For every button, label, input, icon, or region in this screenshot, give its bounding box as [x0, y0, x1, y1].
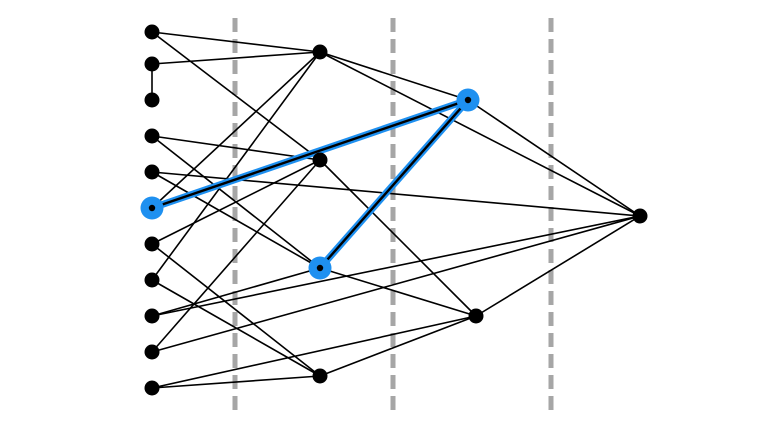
edge-a10-c1 — [151, 315, 477, 389]
node-d0[interactable] — [632, 208, 648, 224]
highlighted-edge-core-b2-c0 — [318, 98, 470, 270]
node-a2[interactable] — [144, 92, 160, 108]
edge-a0-b0 — [151, 31, 321, 53]
node-a1[interactable] — [144, 56, 160, 72]
node-a4[interactable] — [144, 164, 160, 180]
highlighted-node-center-a5 — [148, 204, 156, 212]
node-a10[interactable] — [144, 380, 160, 396]
edge-c0-d0 — [467, 99, 641, 217]
node-a6[interactable] — [144, 236, 160, 252]
node-a3[interactable] — [144, 128, 160, 144]
edge-a6-b3 — [151, 243, 321, 377]
edge-c1-d0 — [475, 215, 641, 317]
edge-a6-b1 — [151, 159, 321, 245]
edge-b3-c1 — [319, 315, 477, 377]
highlighted-path — [148, 96, 472, 272]
highlighted-node-center-c0 — [464, 96, 472, 104]
edge-a0-b1 — [151, 31, 321, 161]
edge-a10-b3 — [151, 375, 321, 389]
edge-b0-d0 — [319, 51, 641, 217]
node-b0[interactable] — [312, 44, 328, 60]
edge-b0-c0 — [319, 51, 469, 101]
edge-a9-b1 — [151, 159, 321, 353]
layer-dividers — [232, 18, 554, 412]
node-b3[interactable] — [312, 368, 328, 384]
graph-nodes — [140, 24, 648, 396]
edge-a3-b1 — [151, 135, 321, 161]
node-a9[interactable] — [144, 344, 160, 360]
graph-edges — [151, 31, 641, 389]
edge-a8-b2 — [151, 267, 321, 317]
node-a0[interactable] — [144, 24, 160, 40]
edge-a8-d0 — [151, 215, 641, 317]
node-b1[interactable] — [312, 152, 328, 168]
edge-a5-b0 — [151, 51, 321, 209]
edge-a4-b2 — [151, 171, 321, 269]
highlighted-node-center-b2 — [316, 264, 324, 272]
node-a7[interactable] — [144, 272, 160, 288]
edge-a9-d0 — [151, 215, 641, 353]
edge-b1-c1 — [319, 159, 477, 317]
edge-a1-b0 — [151, 51, 321, 65]
node-a8[interactable] — [144, 308, 160, 324]
node-c1[interactable] — [468, 308, 484, 324]
edge-b2-c1 — [319, 267, 477, 317]
highlighted-edge-core-a5-c0 — [150, 98, 470, 210]
edge-a7-b0 — [151, 51, 321, 281]
